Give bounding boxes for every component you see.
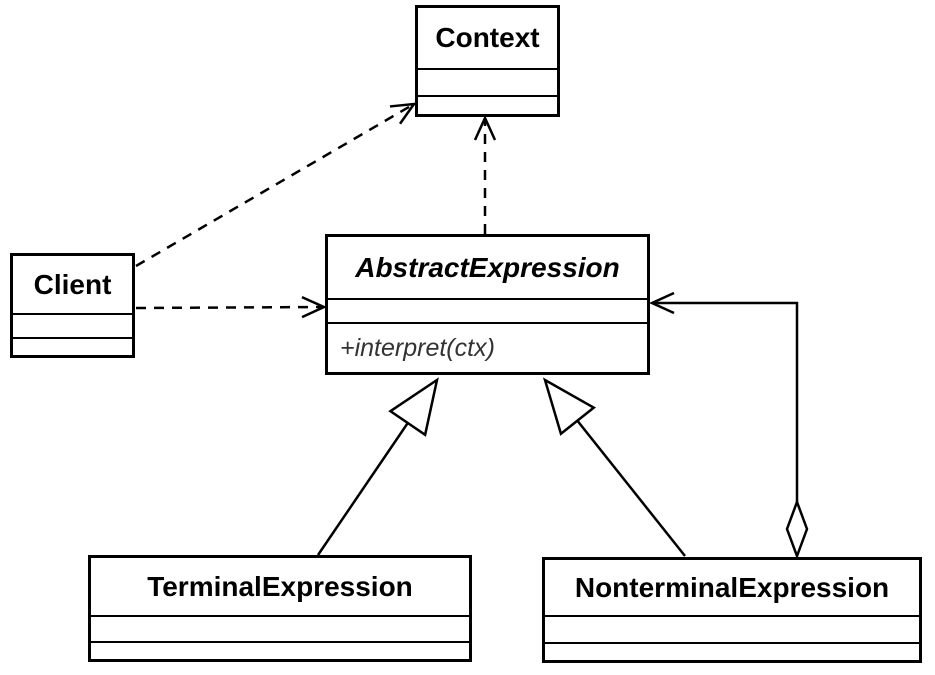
- edge-dependency-client-abstractexpression: [135, 295, 328, 319]
- class-methods-client: [13, 337, 132, 355]
- class-title-client: Client: [33, 268, 112, 300]
- edge-generalization-terminalexpression: [316, 377, 439, 556]
- class-attributes-terminalexpression: [91, 615, 469, 641]
- class-title-context: Context: [435, 22, 540, 53]
- class-attributes-nonterminalexpression: [545, 615, 919, 642]
- class-box-terminalexpression: TerminalExpression: [88, 555, 472, 662]
- class-attributes-abstractexpression: [328, 298, 647, 322]
- aggregation-diamond-icon: [785, 498, 809, 560]
- class-box-abstractexpression: AbstractExpression +interpret(ctx): [325, 234, 650, 375]
- class-attributes-client: [13, 313, 132, 337]
- class-box-context: Context: [415, 5, 560, 117]
- class-methods-nonterminalexpression: [545, 642, 919, 660]
- class-box-client: Client: [10, 253, 135, 358]
- class-title-nonterminalexpression: NonterminalExpression: [574, 571, 890, 603]
- class-title-abstractexpression: AbstractExpression: [355, 251, 620, 283]
- class-box-nonterminalexpression: NonterminalExpression: [542, 557, 922, 663]
- class-method-interpret: +interpret(ctx): [328, 322, 647, 372]
- edge-generalization-nonterminalexpression: [542, 377, 686, 557]
- edge-aggregation-nonterminalexpression: [648, 291, 799, 504]
- class-title-terminalexpression: TerminalExpression: [147, 570, 413, 602]
- class-methods-terminalexpression: [91, 641, 469, 659]
- class-methods-context: [418, 95, 557, 114]
- class-attributes-context: [418, 68, 557, 95]
